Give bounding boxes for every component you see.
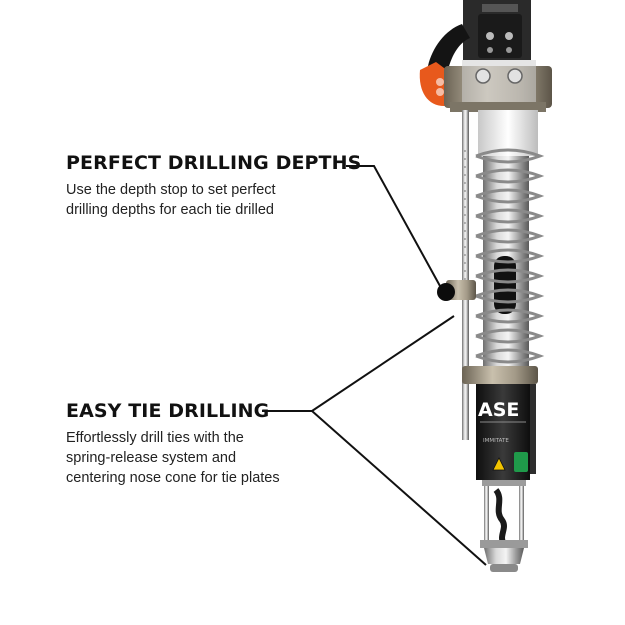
callout-lines	[262, 165, 487, 566]
callout-heading-drilling: EASY TIE DRILLING	[66, 400, 270, 422]
white-cylinder	[478, 110, 538, 156]
green-badge	[514, 452, 528, 472]
shaft-slot	[494, 256, 516, 314]
mounting-plate	[444, 60, 552, 112]
depth-callout-line	[346, 165, 441, 287]
drilling-callout-line-lower	[311, 410, 487, 566]
callout-line: Effortlessly drill ties with the	[66, 430, 244, 446]
brand-fragment: ASE	[478, 399, 519, 421]
top-housing	[463, 0, 531, 60]
warning-icon	[492, 457, 506, 471]
depth-stop-knob	[437, 280, 476, 301]
drilling-callout-line	[262, 315, 455, 412]
lower-clamp	[462, 366, 538, 384]
spring	[475, 148, 545, 364]
label-small-text: IMMITATE	[483, 438, 509, 444]
lower-cage	[480, 480, 528, 548]
callout-line: Use the depth stop to set perfect	[66, 182, 276, 198]
callout-line: centering nose cone for tie plates	[66, 470, 280, 486]
nose-cone	[484, 548, 524, 572]
callout-line: spring-release system and	[66, 450, 237, 466]
callout-line: drilling depths for each tie drilled	[66, 202, 274, 218]
callout-heading-depth: PERFECT DRILLING DEPTHS	[66, 152, 362, 174]
callout-text-drilling: Effortlessly drill ties with the spring-…	[66, 428, 280, 488]
callout-text-depth: Use the depth stop to set perfect drilli…	[66, 180, 276, 220]
depth-stop-rod	[462, 110, 469, 440]
label-sleeve: ASE IMMITATE	[476, 384, 536, 480]
